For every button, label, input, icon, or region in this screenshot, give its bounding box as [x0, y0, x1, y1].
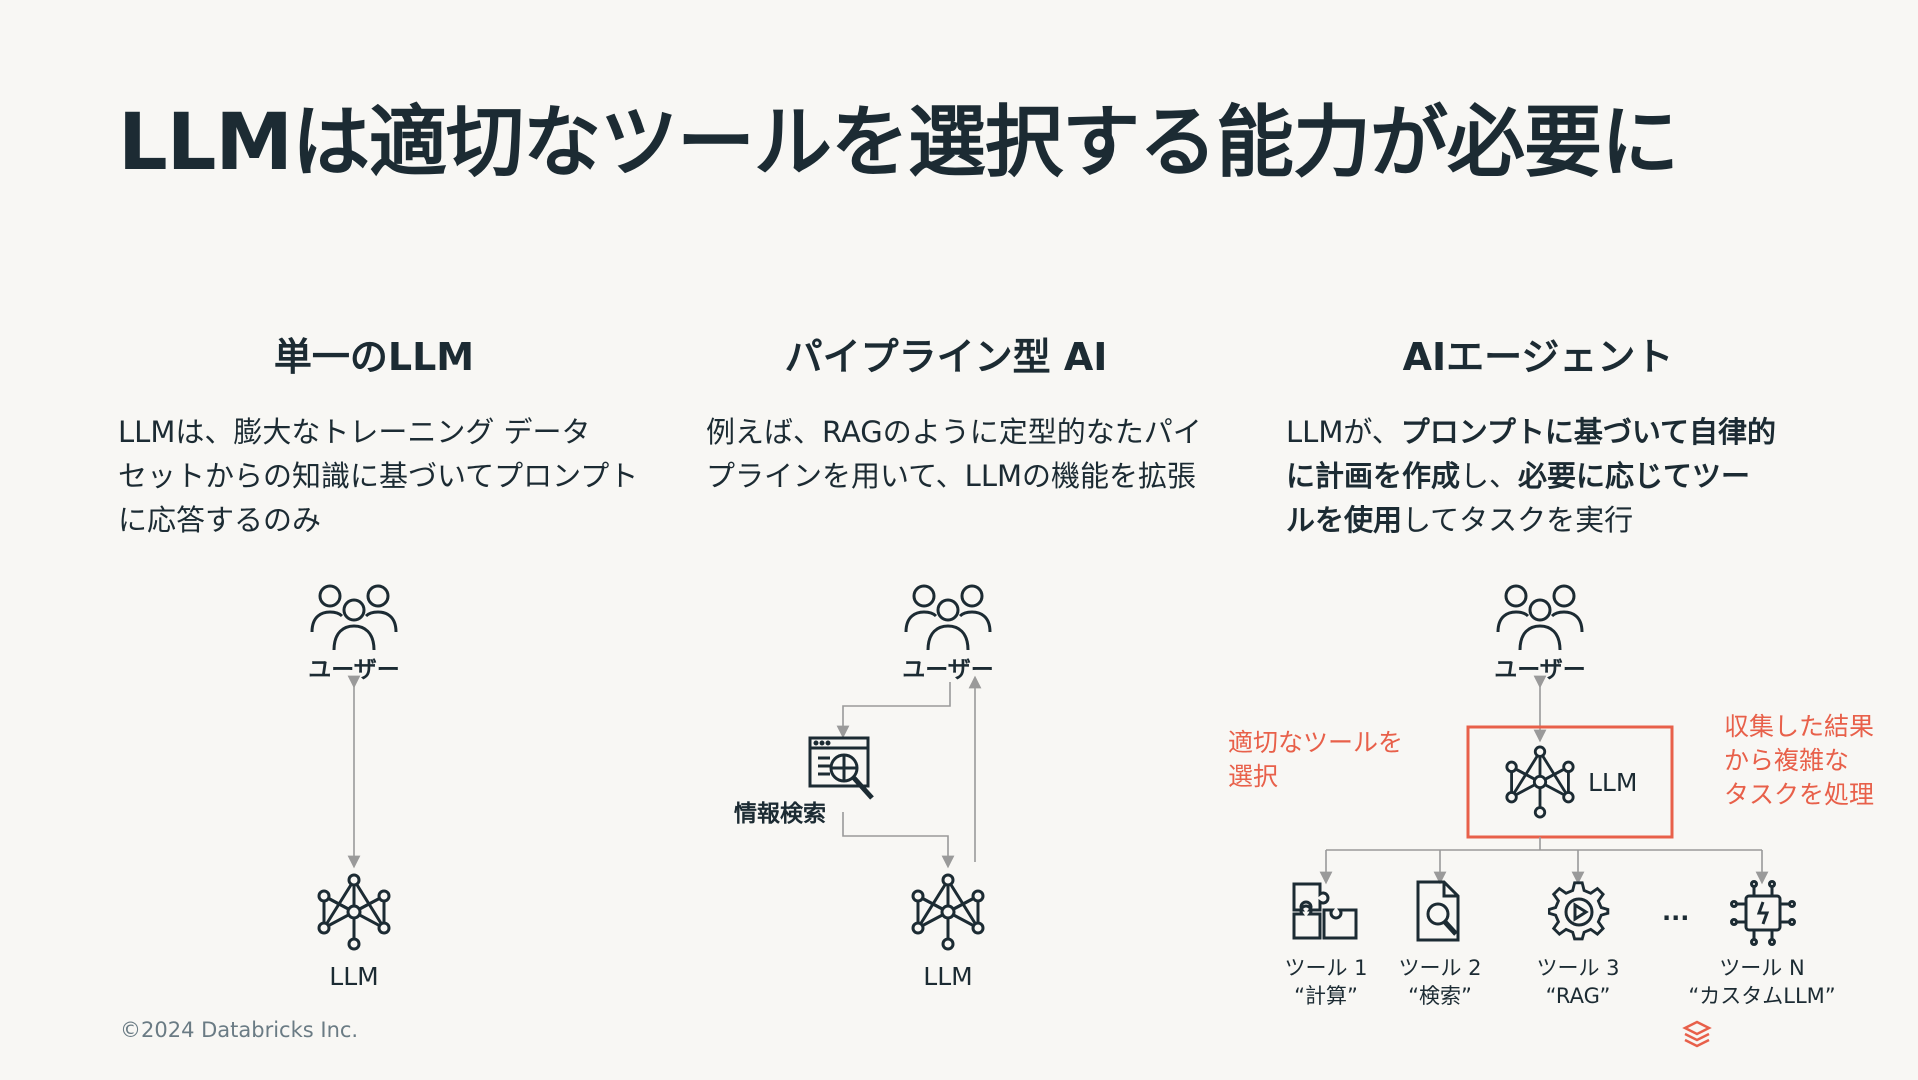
tool-name: ツール 1	[1284, 956, 1368, 980]
tool-name: ツール 3	[1536, 956, 1620, 980]
process-results-note: 収集した結果 から複雑な タスクを処理	[1724, 710, 1874, 812]
llm-label: LLM	[1588, 768, 1638, 797]
desc-bold: プロンプトに基づいて自律的	[1400, 415, 1777, 449]
desc-bold: 必要に応じてツー	[1518, 459, 1751, 493]
desc-line: に応答するのみ	[118, 503, 322, 537]
user-retrieval-connector	[836, 682, 951, 739]
desc-bold: ルを使用	[1286, 503, 1403, 537]
tool-desc: “検索”	[1408, 984, 1472, 1008]
page-title: LLMは適切なツールを選択する能力が必要に	[118, 98, 1679, 188]
desc-line: プラインを用いて、LLMの機能を拡張	[706, 459, 1197, 493]
desc-text: し、	[1460, 459, 1519, 493]
description-single-llm: LLMは、膨大なトレーニング データ セットからの知識に基づいてプロンプト に応…	[118, 410, 658, 542]
heading-single-llm: 単一のLLM	[273, 335, 475, 379]
desc-line: LLMが、プロンプトに基づいて自律的	[1286, 410, 1806, 454]
retrieval-label: 情報検索	[734, 801, 826, 827]
gear-icon	[1548, 881, 1610, 941]
retrieval-llm-connector	[842, 812, 955, 869]
users-icon	[1496, 584, 1584, 651]
tool-desc: “カスタムLLM”	[1688, 984, 1836, 1008]
tool-2-label: ツール 2 “検索”	[1340, 954, 1540, 1010]
tool-desc: “RAG”	[1545, 984, 1611, 1008]
heading-pipeline-ai: パイプライン型 AI	[784, 335, 1108, 379]
document-search-icon	[1416, 880, 1460, 942]
desc-line: ルを使用してタスクを実行	[1286, 498, 1806, 542]
agent-llm-box	[1466, 725, 1674, 839]
desc-text: LLMが、	[1286, 415, 1401, 449]
chip-icon	[1730, 880, 1796, 946]
note-line: から複雑な	[1724, 746, 1850, 775]
note-line: 収集した結果	[1724, 712, 1875, 741]
note-line: 選択	[1228, 762, 1279, 791]
databricks-logo-icon	[1682, 1020, 1712, 1048]
description-pipeline-ai: 例えば、RAGのように定型的なたパイ プラインを用いて、LLMの機能を拡張	[706, 410, 1246, 498]
desc-line: 例えば、RAGのように定型的なたパイ	[706, 415, 1202, 449]
description-ai-agent: LLMが、プロンプトに基づいて自律的 に計画を作成し、必要に応じてツー ルを使用…	[1286, 410, 1806, 542]
tool-n-label: ツール N “カスタムLLM”	[1662, 954, 1862, 1010]
select-tool-note: 適切なツールを 選択	[1228, 726, 1403, 794]
note-line: タスクを処理	[1724, 780, 1875, 809]
neural-network-icon	[1505, 745, 1575, 819]
user-label: ユーザー	[902, 657, 994, 683]
users-icon	[904, 584, 992, 651]
tool-name: ツール N	[1719, 956, 1805, 980]
desc-line: セットからの知識に基づいてプロンプト	[118, 459, 639, 493]
llm-label: LLM	[923, 962, 973, 991]
tool-3-label: ツール 3 “RAG”	[1478, 954, 1678, 1010]
neural-network-icon	[317, 873, 391, 951]
note-line: 適切なツールを	[1228, 728, 1404, 757]
tool-name: ツール 2	[1398, 956, 1482, 980]
user-label: ユーザー	[1494, 657, 1586, 683]
copyright: ©2024 Databricks Inc.	[120, 1018, 359, 1042]
heading-ai-agent: AIエージェント	[1402, 335, 1674, 379]
ellipsis: ...	[1662, 898, 1690, 926]
puzzle-icon	[1292, 882, 1358, 940]
neural-network-icon	[911, 873, 985, 951]
llm-label: LLM	[329, 962, 379, 991]
users-icon	[310, 584, 398, 651]
desc-line: に計画を作成し、必要に応じてツー	[1286, 454, 1806, 498]
user-label: ユーザー	[308, 657, 400, 683]
web-search-icon	[808, 736, 874, 800]
desc-bold: に計画を作成	[1286, 459, 1461, 493]
tool-1-label: ツール 1 “計算”	[1226, 954, 1426, 1010]
desc-text: してタスクを実行	[1402, 503, 1634, 537]
tool-desc: “計算”	[1294, 984, 1358, 1008]
desc-line: LLMは、膨大なトレーニング データ	[118, 415, 591, 449]
